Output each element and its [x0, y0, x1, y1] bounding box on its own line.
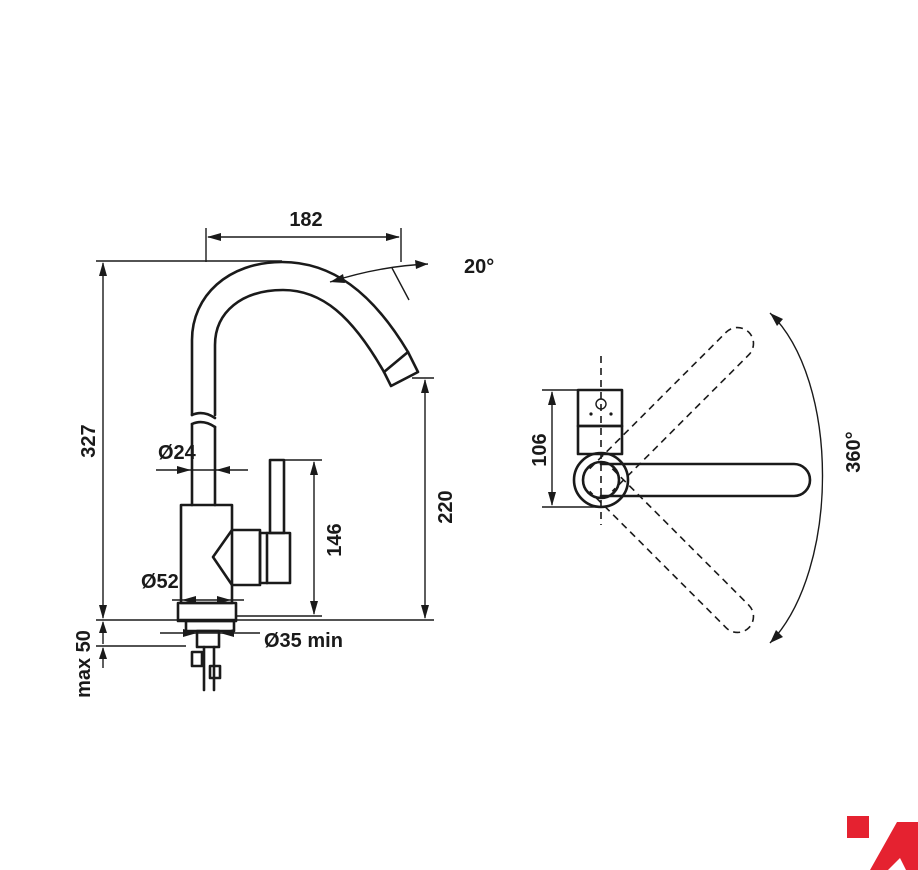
body-inner-circle — [581, 460, 621, 500]
arrow — [216, 466, 230, 474]
dim-width-top: 182 — [289, 209, 322, 231]
aerator-circle — [595, 398, 607, 410]
logo-square — [847, 816, 869, 838]
arrow — [99, 262, 107, 276]
mount-stud — [190, 650, 204, 668]
arrow — [220, 629, 234, 637]
top-view — [572, 326, 812, 634]
base-flange — [176, 601, 238, 623]
spout-break-lower — [190, 420, 217, 429]
arrow — [770, 630, 783, 643]
mount-stud-2 — [208, 664, 222, 680]
dim-diameter-body: Ø52 — [141, 571, 179, 593]
mount-nut — [195, 629, 221, 649]
dim-top-depth: 106 — [529, 433, 551, 466]
arrow — [415, 260, 428, 269]
spout-break — [190, 411, 217, 420]
arrow — [770, 313, 783, 326]
arrow — [177, 466, 191, 474]
spout-inner — [213, 288, 386, 417]
dim-max-thickness: max 50 — [73, 630, 95, 698]
spout-lower-tube — [190, 422, 217, 507]
arrow — [99, 605, 107, 619]
lever-top — [599, 462, 812, 498]
spout-block — [576, 388, 624, 428]
dim-spout-height: 220 — [435, 490, 457, 523]
arrow — [421, 379, 429, 393]
aerator-dot — [609, 412, 613, 416]
arrow — [421, 605, 429, 619]
side-view — [176, 260, 420, 692]
arrow — [330, 274, 345, 283]
arrow — [183, 629, 197, 637]
aerator-dot — [589, 412, 593, 416]
rotation-arc — [769, 312, 824, 644]
dim-hole-diameter: Ø35 min — [264, 630, 343, 652]
side-dimensions: 182 20° 327 max 50 Ø24 Ø52 — [73, 209, 494, 698]
top-dimensions: 106 360° — [529, 312, 865, 644]
dim-spout-angle: 20° — [464, 256, 494, 278]
arrow — [548, 391, 556, 405]
lever-position-down — [589, 468, 755, 634]
mount-washer — [184, 619, 236, 633]
dim-rotation: 360° — [843, 431, 865, 472]
logo-letter-shape — [870, 822, 918, 870]
lever-position-up — [589, 326, 755, 492]
arrow — [207, 233, 221, 241]
spout-aerator — [382, 350, 420, 388]
spout-outer — [190, 260, 410, 417]
arrow — [310, 461, 318, 475]
lever-hub — [258, 531, 292, 585]
dim-diameter-spout: Ø24 — [158, 442, 197, 464]
dim-lever-height: 146 — [324, 523, 346, 556]
arrow — [99, 621, 107, 633]
brand-logo-mark — [847, 816, 918, 870]
arrow — [548, 492, 556, 506]
arrow — [386, 233, 400, 241]
body-connector — [576, 424, 624, 456]
arrow — [99, 647, 107, 659]
angle-ext — [391, 267, 410, 301]
arrow — [217, 596, 231, 604]
arrow — [182, 596, 196, 604]
arrow — [310, 601, 318, 615]
dim-total-height: 327 — [78, 424, 100, 457]
faucet-body — [179, 503, 234, 605]
lever-handle — [268, 458, 286, 535]
lever-cartridge — [211, 528, 262, 587]
